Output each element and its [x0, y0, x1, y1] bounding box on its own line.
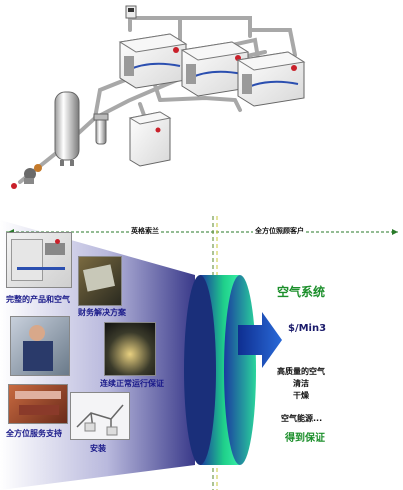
- output-arrow: [238, 312, 282, 368]
- benefit-dry: 干燥: [293, 391, 309, 400]
- air-dryer: [128, 111, 172, 167]
- valve-fitting: [11, 164, 42, 189]
- benefit-clean: 清洁: [293, 379, 309, 388]
- item-label-installation: 安装: [90, 444, 106, 453]
- item-label-products: 完整的产品和空气: [6, 295, 70, 304]
- air-filter: [93, 113, 109, 145]
- result-guaranteed: 得到保证: [285, 433, 325, 444]
- timeline-left-label: 英格索兰: [129, 226, 161, 236]
- item-label-service: 全方位服务支持: [6, 429, 62, 438]
- compressor-unit-3: [236, 51, 306, 107]
- photo-service-technician: [10, 316, 70, 376]
- photo-compressor-product: [6, 232, 72, 288]
- photo-financial-solution: [78, 256, 122, 306]
- cost-per-volume: $/Min3: [288, 323, 327, 334]
- air-system-cylinder: [184, 275, 256, 465]
- air-receiver-tank: [54, 91, 80, 166]
- item-label-uptime: 连续正常运行保证: [100, 379, 164, 388]
- air-system-title: 空气系统: [277, 285, 326, 299]
- item-label-financial: 财务解决方案: [78, 308, 126, 317]
- photo-plant-operation: [104, 322, 156, 376]
- compressor-unit-1: [118, 33, 188, 89]
- timeline-right-label: 全方位照顾客户: [253, 226, 306, 236]
- benefit-quality: 高质量的空气: [277, 367, 325, 376]
- result-air-energy: 空气能源...: [281, 414, 323, 423]
- photo-full-service-support: [8, 384, 68, 424]
- compressed-air-system-illustration: [11, 5, 306, 189]
- photo-installation-drawing: [70, 392, 130, 440]
